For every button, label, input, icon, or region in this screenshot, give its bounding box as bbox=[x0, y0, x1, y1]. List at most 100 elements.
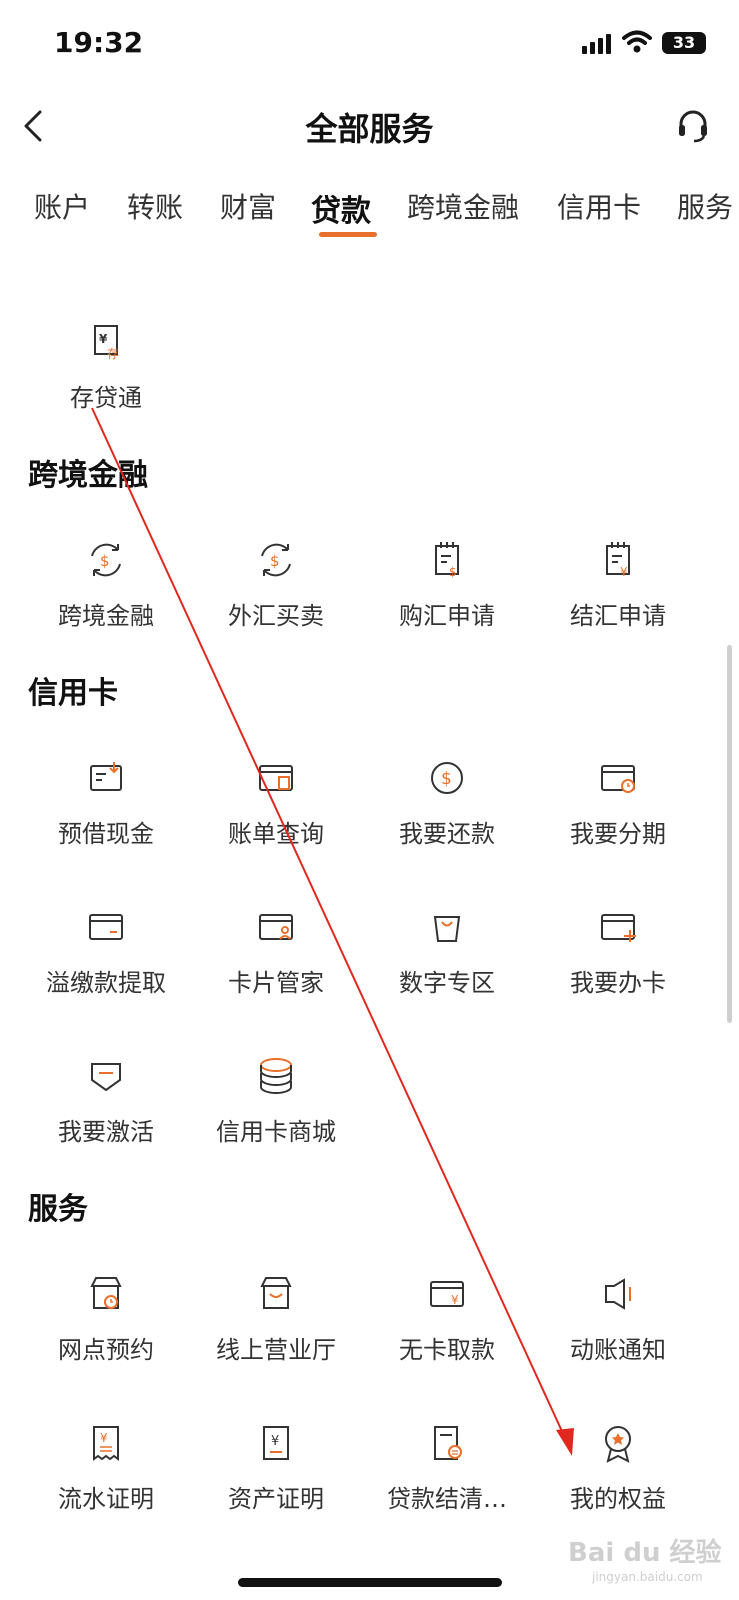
service-item-digital-zone[interactable]: 数字专区 bbox=[361, 905, 533, 1015]
status-time: 19:32 bbox=[54, 26, 144, 59]
card-bill-icon bbox=[259, 765, 293, 791]
section-title-cross-border: 跨境金融 bbox=[28, 458, 148, 493]
svg-text:$: $ bbox=[100, 552, 110, 570]
service-item-label: 信用卡商城 bbox=[216, 1118, 336, 1146]
svg-text:$: $ bbox=[441, 769, 452, 789]
status-bar: 19:32 33 bbox=[0, 0, 739, 90]
dollar-coin-icon: $ bbox=[431, 762, 463, 794]
service-item-card-manager[interactable]: 卡片管家 bbox=[190, 905, 362, 1015]
card-yen-icon: ¥ bbox=[430, 1281, 464, 1307]
service-item-fx-settlement[interactable]: ¥ 结汇申请 bbox=[532, 538, 704, 648]
service-item-cash-advance[interactable]: 预借现金 bbox=[20, 756, 192, 866]
speaker-icon bbox=[605, 1278, 631, 1310]
svg-text:¥: ¥ bbox=[271, 1434, 279, 1449]
certificate-yen-icon: ¥ bbox=[263, 1426, 289, 1460]
nav-bar: 全部服务 bbox=[0, 92, 739, 162]
svg-text:$: $ bbox=[449, 565, 457, 579]
exchange-dollar-icon: $ bbox=[91, 543, 121, 577]
service-item-label: 线上营业厅 bbox=[216, 1336, 336, 1364]
service-item-label: 购汇申请 bbox=[399, 602, 495, 630]
coin-stack-icon bbox=[260, 1058, 292, 1094]
watermark-url: jingyan.baidu.com bbox=[592, 1570, 703, 1584]
tab-loan[interactable]: 贷款 bbox=[311, 194, 371, 229]
card-minus-icon bbox=[89, 914, 123, 940]
svg-text:¥: ¥ bbox=[451, 1293, 459, 1307]
tab-transfer[interactable]: 转账 bbox=[127, 191, 184, 224]
section-title-service: 服务 bbox=[28, 1192, 88, 1227]
service-item-apply-card[interactable]: 我要办卡 bbox=[532, 905, 704, 1015]
service-item-branch-appointment[interactable]: 网点预约 bbox=[20, 1272, 192, 1382]
service-item-deposit-loan[interactable]: ¥ 存 存贷通 bbox=[20, 320, 192, 430]
watermark-logo: Bai du 经验 bbox=[568, 1538, 722, 1568]
service-item-label: 数字专区 bbox=[399, 969, 495, 997]
tab-wealth[interactable]: 财富 bbox=[220, 191, 277, 224]
tab-cross-border[interactable]: 跨境金融 bbox=[407, 191, 520, 224]
svg-text:¥: ¥ bbox=[100, 1431, 108, 1445]
service-item-label: 账单查询 bbox=[228, 820, 324, 848]
svg-text:存: 存 bbox=[107, 347, 119, 361]
service-item-label: 贷款结清… bbox=[387, 1485, 507, 1513]
service-item-card-mall[interactable]: 信用卡商城 bbox=[190, 1054, 362, 1164]
service-item-label: 无卡取款 bbox=[399, 1336, 495, 1364]
back-arrow-icon[interactable] bbox=[20, 108, 50, 144]
service-item-cardless-withdrawal[interactable]: ¥ 无卡取款 bbox=[361, 1272, 533, 1382]
wifi-icon bbox=[622, 30, 652, 53]
service-item-label: 外汇买卖 bbox=[228, 602, 324, 630]
service-item-label: 流水证明 bbox=[58, 1485, 154, 1513]
card-user-icon bbox=[259, 914, 293, 940]
receipt-yen-icon: ¥ bbox=[93, 1426, 119, 1461]
service-item-label: 存贷通 bbox=[70, 384, 142, 412]
service-item-activate-card[interactable]: 我要激活 bbox=[20, 1054, 192, 1164]
service-item-label: 我要激活 bbox=[58, 1118, 154, 1146]
page-title: 全部服务 bbox=[305, 110, 434, 148]
tab-account[interactable]: 账户 bbox=[34, 191, 91, 224]
service-item-label: 网点预约 bbox=[58, 1336, 154, 1364]
service-item-label: 资产证明 bbox=[228, 1485, 324, 1513]
service-item-label: 我要分期 bbox=[570, 820, 666, 848]
service-item-label: 跨境金融 bbox=[58, 602, 154, 630]
scrollbar[interactable] bbox=[727, 645, 732, 1023]
service-item-fx-purchase[interactable]: $ 购汇申请 bbox=[361, 538, 533, 648]
service-item-repayment[interactable]: $ 我要还款 bbox=[361, 756, 533, 866]
document-seal-icon bbox=[434, 1426, 462, 1460]
service-item-loan-settlement[interactable]: 贷款结清… bbox=[361, 1421, 533, 1531]
store-icon bbox=[260, 1277, 292, 1309]
service-item-label: 我要办卡 bbox=[570, 969, 666, 997]
service-item-label: 我要还款 bbox=[399, 820, 495, 848]
exchange-dollar-icon: $ bbox=[261, 543, 291, 577]
service-item-label: 溢缴款提取 bbox=[46, 969, 166, 997]
tab-active-underline bbox=[319, 232, 377, 237]
service-item-cross-border-finance[interactable]: $ 跨境金融 bbox=[20, 538, 192, 648]
service-item-label: 动账通知 bbox=[570, 1336, 666, 1364]
signal-icon bbox=[582, 34, 611, 54]
service-item-label: 结汇申请 bbox=[570, 602, 666, 630]
headset-icon[interactable] bbox=[676, 108, 710, 144]
service-item-label: 我的权益 bbox=[570, 1485, 666, 1513]
service-item-overpayment-withdrawal[interactable]: 溢缴款提取 bbox=[20, 905, 192, 1015]
shopping-bag-icon bbox=[433, 916, 461, 942]
service-item-installment[interactable]: 我要分期 bbox=[532, 756, 704, 866]
card-download-icon bbox=[90, 762, 122, 791]
section-title-credit-card: 信用卡 bbox=[28, 676, 118, 711]
service-item-my-benefits[interactable]: 我的权益 bbox=[532, 1421, 704, 1531]
service-item-asset-proof[interactable]: ¥ 资产证明 bbox=[190, 1421, 362, 1531]
service-item-bill-inquiry[interactable]: 账单查询 bbox=[190, 756, 362, 866]
home-indicator[interactable] bbox=[238, 1578, 502, 1587]
service-item-statement-proof[interactable]: ¥ 流水证明 bbox=[20, 1421, 192, 1531]
document-dollar-icon: $ bbox=[435, 542, 459, 579]
service-item-transaction-alert[interactable]: 动账通知 bbox=[532, 1272, 704, 1382]
svg-text:¥: ¥ bbox=[620, 565, 628, 579]
category-tabs: 账户 转账 财富 贷款 跨境金融 信用卡 服务 bbox=[0, 186, 739, 246]
tab-credit-card[interactable]: 信用卡 bbox=[557, 191, 642, 224]
service-item-online-hall[interactable]: 线上营业厅 bbox=[190, 1272, 362, 1382]
document-yen-icon: ¥ bbox=[606, 542, 630, 579]
shield-card-icon bbox=[91, 1063, 121, 1092]
battery-icon: 33 bbox=[662, 32, 706, 54]
service-item-forex-trading[interactable]: $ 外汇买卖 bbox=[190, 538, 362, 648]
service-item-label: 预借现金 bbox=[58, 820, 154, 848]
badge-ribbon-icon bbox=[605, 1426, 631, 1463]
store-clock-icon bbox=[90, 1277, 122, 1309]
tab-service[interactable]: 服务 bbox=[677, 191, 734, 224]
deposit-loan-icon: ¥ 存 bbox=[94, 325, 119, 361]
svg-text:$: $ bbox=[270, 552, 280, 570]
